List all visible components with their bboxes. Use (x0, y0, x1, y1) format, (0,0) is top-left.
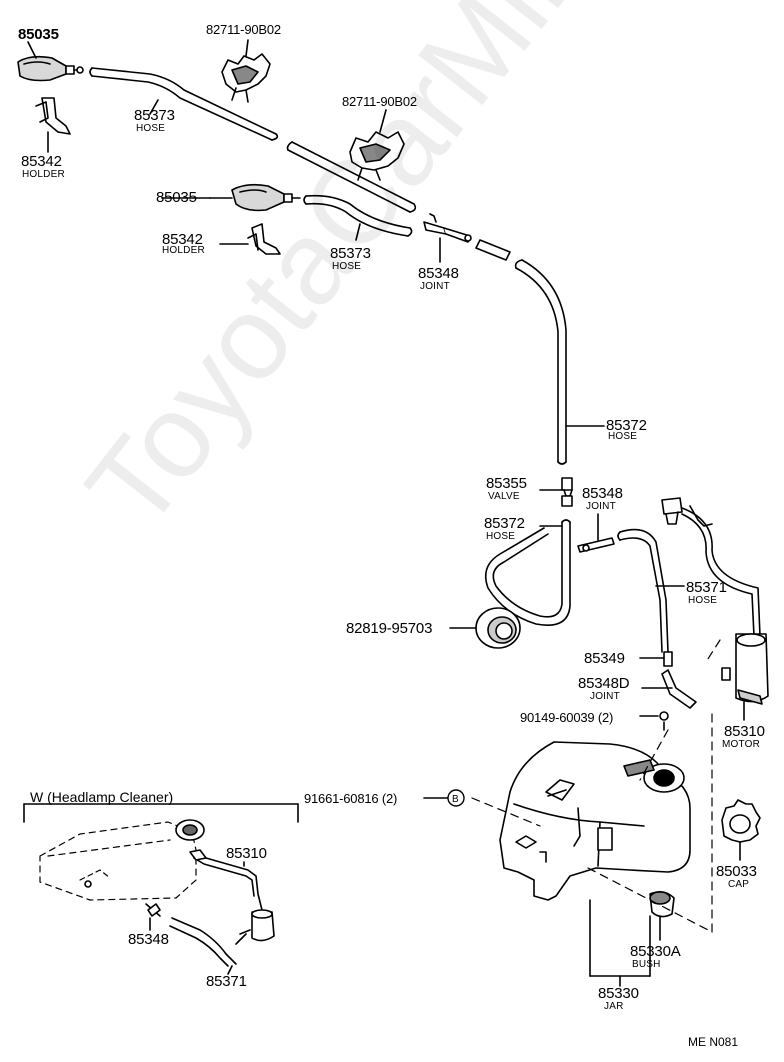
label-82711-a: 82711-90B02 (206, 22, 281, 37)
hose-short-segment (475, 239, 511, 261)
inset-headlamp-cleaner (23, 803, 299, 975)
label-91661-marker: B (452, 794, 459, 805)
cap-85033 (721, 799, 761, 861)
hose-segment-mid (286, 141, 417, 213)
label-90149: 90149-60039 (2) (520, 710, 614, 725)
label-85342-top-name: HOLDER (22, 169, 65, 180)
label-85348D-name: JOINT (590, 691, 620, 702)
inset-label-85310: 85310 (226, 845, 267, 862)
label-85342-mid: 85342 (162, 231, 203, 248)
label-85348-a: 85348 (418, 265, 459, 282)
bush-85330A (649, 890, 675, 941)
label-85372-short-name: HOSE (486, 531, 516, 542)
label-85330-name: JAR (604, 1001, 624, 1012)
nozzle-85035-mid (209, 183, 301, 212)
jar-85330 (499, 741, 691, 987)
clip-82711-b (349, 109, 405, 181)
label-85373-top-name: HOSE (136, 123, 166, 134)
label-85342-top: 85342 (21, 153, 62, 170)
joint-85348-a (423, 213, 472, 263)
label-85349: 85349 (584, 650, 625, 667)
valve-85355 (539, 477, 573, 507)
hose-85373-mid (303, 194, 413, 241)
label-85310-name: MOTOR (722, 739, 761, 750)
label-85348-a-name: JOINT (420, 281, 450, 292)
label-85348-b-name: JOINT (586, 501, 616, 512)
grommet-82819 (449, 607, 521, 649)
footer-code: ME N081 (688, 1035, 739, 1049)
joint-85348D (641, 669, 697, 709)
clip-82711-a (221, 39, 271, 103)
bolt-90149 (639, 711, 669, 731)
nozzle-85035-top (17, 55, 84, 82)
label-85373-mid-name: HOSE (332, 261, 362, 272)
label-85330A-name: BUSH (632, 959, 661, 970)
inset-label-85348: 85348 (128, 931, 169, 948)
label-85348D: 85348D (578, 675, 630, 692)
label-85033-name: CAP (728, 879, 750, 890)
label-85371-name: HOSE (688, 595, 718, 606)
label-85342-mid-name: HOLDER (162, 245, 205, 256)
joint-85348-b (577, 513, 615, 553)
label-85355-name: VALVE (488, 491, 520, 502)
label-85371: 85371 (686, 579, 727, 596)
holder-85342-mid (219, 223, 281, 255)
assembly-dash-lines (471, 639, 721, 933)
label-85372-long: 85372 (606, 417, 647, 434)
label-85330A: 85330A (630, 943, 681, 960)
label-85035-mid: 85035 (156, 189, 197, 206)
hose-85372-long (514, 259, 605, 465)
holder-85342-top (35, 97, 71, 153)
inset-label-85371: 85371 (206, 973, 247, 990)
label-85373-mid: 85373 (330, 245, 371, 262)
hose-85371 (617, 528, 685, 653)
motor-85310 (661, 497, 769, 721)
label-85035-top: 85035 (18, 26, 59, 43)
label-85373-top: 85373 (134, 107, 175, 124)
label-85033: 85033 (716, 863, 757, 880)
label-85310: 85310 (724, 723, 765, 740)
joint-85349 (639, 651, 673, 667)
label-82711-b: 82711-90B02 (342, 94, 417, 109)
hose-85373-top (89, 67, 279, 141)
label-91661: 91661-60816 (2) (304, 791, 398, 806)
label-85372-short: 85372 (484, 515, 525, 532)
inset-title: W (Headlamp Cleaner) (30, 789, 174, 805)
label-85330: 85330 (598, 985, 639, 1002)
label-82819: 82819-95703 (346, 620, 433, 637)
label-85355: 85355 (486, 475, 527, 492)
label-85372-long-name: HOSE (608, 431, 638, 442)
label-85348-b: 85348 (582, 485, 623, 502)
